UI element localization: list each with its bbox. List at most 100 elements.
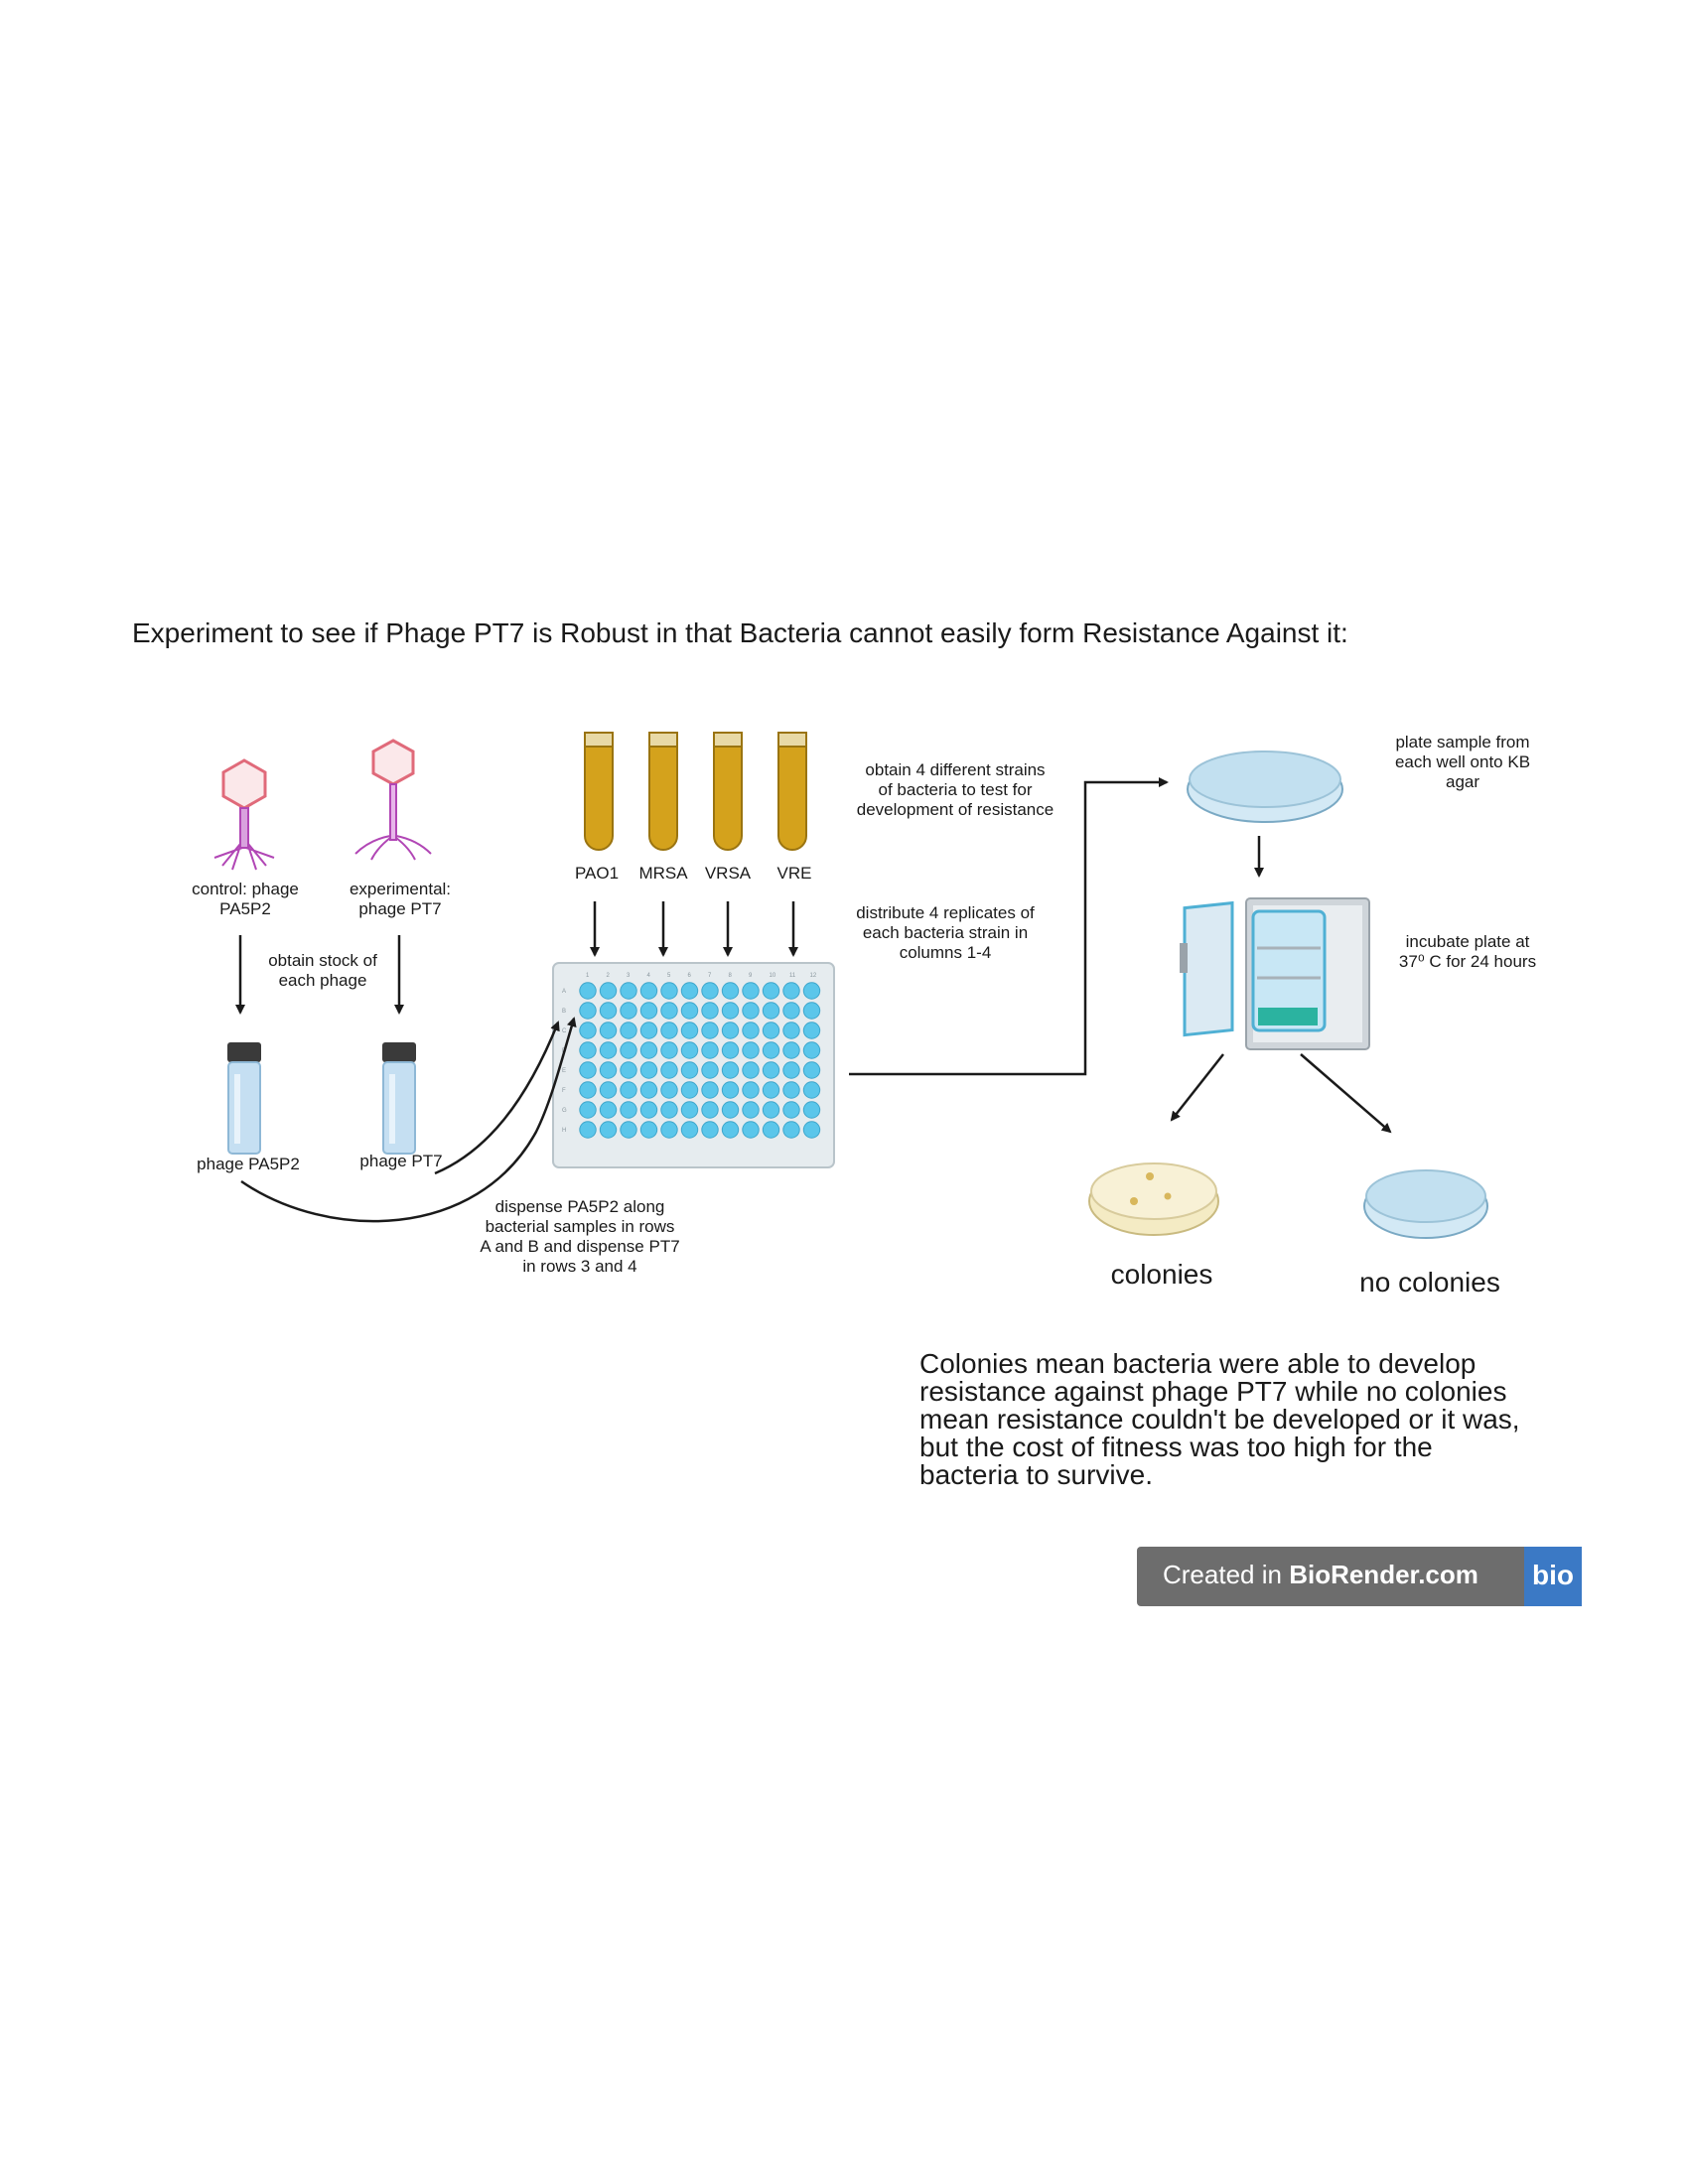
well	[721, 1101, 740, 1119]
no-colonies-label: no colonies	[1359, 1267, 1500, 1297]
well	[620, 1061, 637, 1079]
obtain-strains-note: obtain 4 different strains of bacteria t…	[856, 760, 1055, 819]
well	[599, 1002, 618, 1020]
well	[579, 1081, 597, 1099]
plate-column-label: 5	[667, 973, 671, 979]
badge-text: Created in BioRender.com	[1163, 1560, 1478, 1590]
well	[579, 982, 597, 1000]
strain-label-vrsa: VRSA	[704, 864, 752, 883]
well	[742, 1002, 760, 1020]
well	[639, 1041, 658, 1059]
plate-row-label: E	[562, 1068, 566, 1074]
well	[782, 1002, 800, 1020]
badge-prefix: Created in	[1163, 1560, 1290, 1589]
well	[701, 1081, 719, 1099]
well	[721, 1002, 740, 1020]
strain-label-vre: VRE	[776, 864, 812, 883]
plate-row-label: A	[562, 989, 566, 995]
well	[762, 1061, 780, 1079]
well	[802, 982, 821, 1000]
well	[639, 1081, 658, 1099]
tube-vrsa-icon	[713, 732, 743, 851]
plate-row-label: F	[562, 1088, 566, 1094]
well	[701, 982, 719, 1000]
well	[802, 1041, 821, 1059]
well	[762, 1022, 780, 1039]
well	[579, 1041, 597, 1059]
tube-mrsa-icon	[648, 732, 678, 851]
well	[742, 1061, 760, 1079]
arrow-pa5p2-to-plate	[240, 1017, 577, 1223]
arrow-to-no-colonies	[1300, 1053, 1392, 1134]
well	[639, 982, 658, 1000]
well	[782, 982, 800, 1000]
well	[639, 1002, 658, 1020]
well	[660, 1121, 678, 1139]
well	[660, 1061, 678, 1079]
well	[782, 1101, 800, 1119]
incubator-icon	[1180, 897, 1370, 1050]
plate-column-label: 6	[688, 973, 692, 979]
control-phage-icon	[213, 758, 275, 871]
plate-column-label: 12	[810, 973, 817, 979]
well	[599, 1101, 618, 1119]
well	[701, 1002, 719, 1020]
biorender-logo-icon: bio	[1524, 1547, 1582, 1606]
arrow-pt7-to-plate	[434, 1021, 560, 1175]
plate-column-label: 8	[729, 973, 733, 979]
well	[762, 1041, 780, 1059]
well	[660, 1002, 678, 1020]
tube-vre-icon	[777, 732, 807, 851]
well	[701, 1121, 719, 1139]
well	[721, 1061, 740, 1079]
well	[579, 1002, 597, 1020]
well	[620, 1041, 637, 1059]
well	[660, 1041, 678, 1059]
petri-dish-empty-icon	[1187, 751, 1343, 823]
well	[620, 1121, 637, 1139]
well	[782, 1121, 800, 1139]
vial-control-label: phage PA5P2	[197, 1155, 300, 1173]
plate-column-label: 4	[647, 973, 651, 979]
vial-experimental-label: phage PT7	[359, 1152, 443, 1170]
well	[742, 982, 760, 1000]
colonies-label: colonies	[1110, 1259, 1213, 1290]
well	[762, 1081, 780, 1099]
control-vial-icon	[227, 1042, 261, 1155]
well	[680, 982, 699, 1000]
plate-column-label: 3	[627, 973, 631, 979]
well	[639, 1121, 658, 1139]
well	[680, 1061, 699, 1079]
well	[701, 1101, 719, 1119]
well	[742, 1022, 760, 1039]
distribute-note: distribute 4 replicates of each bacteria…	[856, 903, 1035, 962]
well	[762, 982, 780, 1000]
biorender-badge[interactable]: Created in BioRender.com bio	[1137, 1547, 1582, 1606]
petri-dish-colonies-icon	[1088, 1162, 1219, 1236]
well	[620, 982, 637, 1000]
strain-label-pao1: PAO1	[574, 864, 620, 883]
well	[599, 982, 618, 1000]
well	[701, 1022, 719, 1039]
plate-column-label: 9	[749, 973, 753, 979]
plate-column-label: 2	[607, 973, 611, 979]
well	[802, 1121, 821, 1139]
plate-row-label: B	[562, 1009, 566, 1015]
plate-column-label: 1	[586, 973, 590, 979]
well	[802, 1081, 821, 1099]
well	[579, 1121, 597, 1139]
control-phage-label: control: phage PA5P2	[192, 880, 299, 918]
well	[579, 1101, 597, 1119]
well	[599, 1081, 618, 1099]
well	[802, 1101, 821, 1119]
plate-row-label: C	[562, 1028, 567, 1034]
dispense-note: dispense PA5P2 along bacterial samples i…	[480, 1197, 680, 1276]
well	[762, 1121, 780, 1139]
experimental-vial-icon	[382, 1042, 416, 1155]
arrow-to-colonies	[1170, 1053, 1224, 1122]
well	[782, 1061, 800, 1079]
well	[680, 1022, 699, 1039]
experimental-phage-label: experimental: phage PT7	[349, 880, 452, 918]
explanation-text: Colonies mean bacteria were able to deve…	[919, 1348, 1520, 1490]
